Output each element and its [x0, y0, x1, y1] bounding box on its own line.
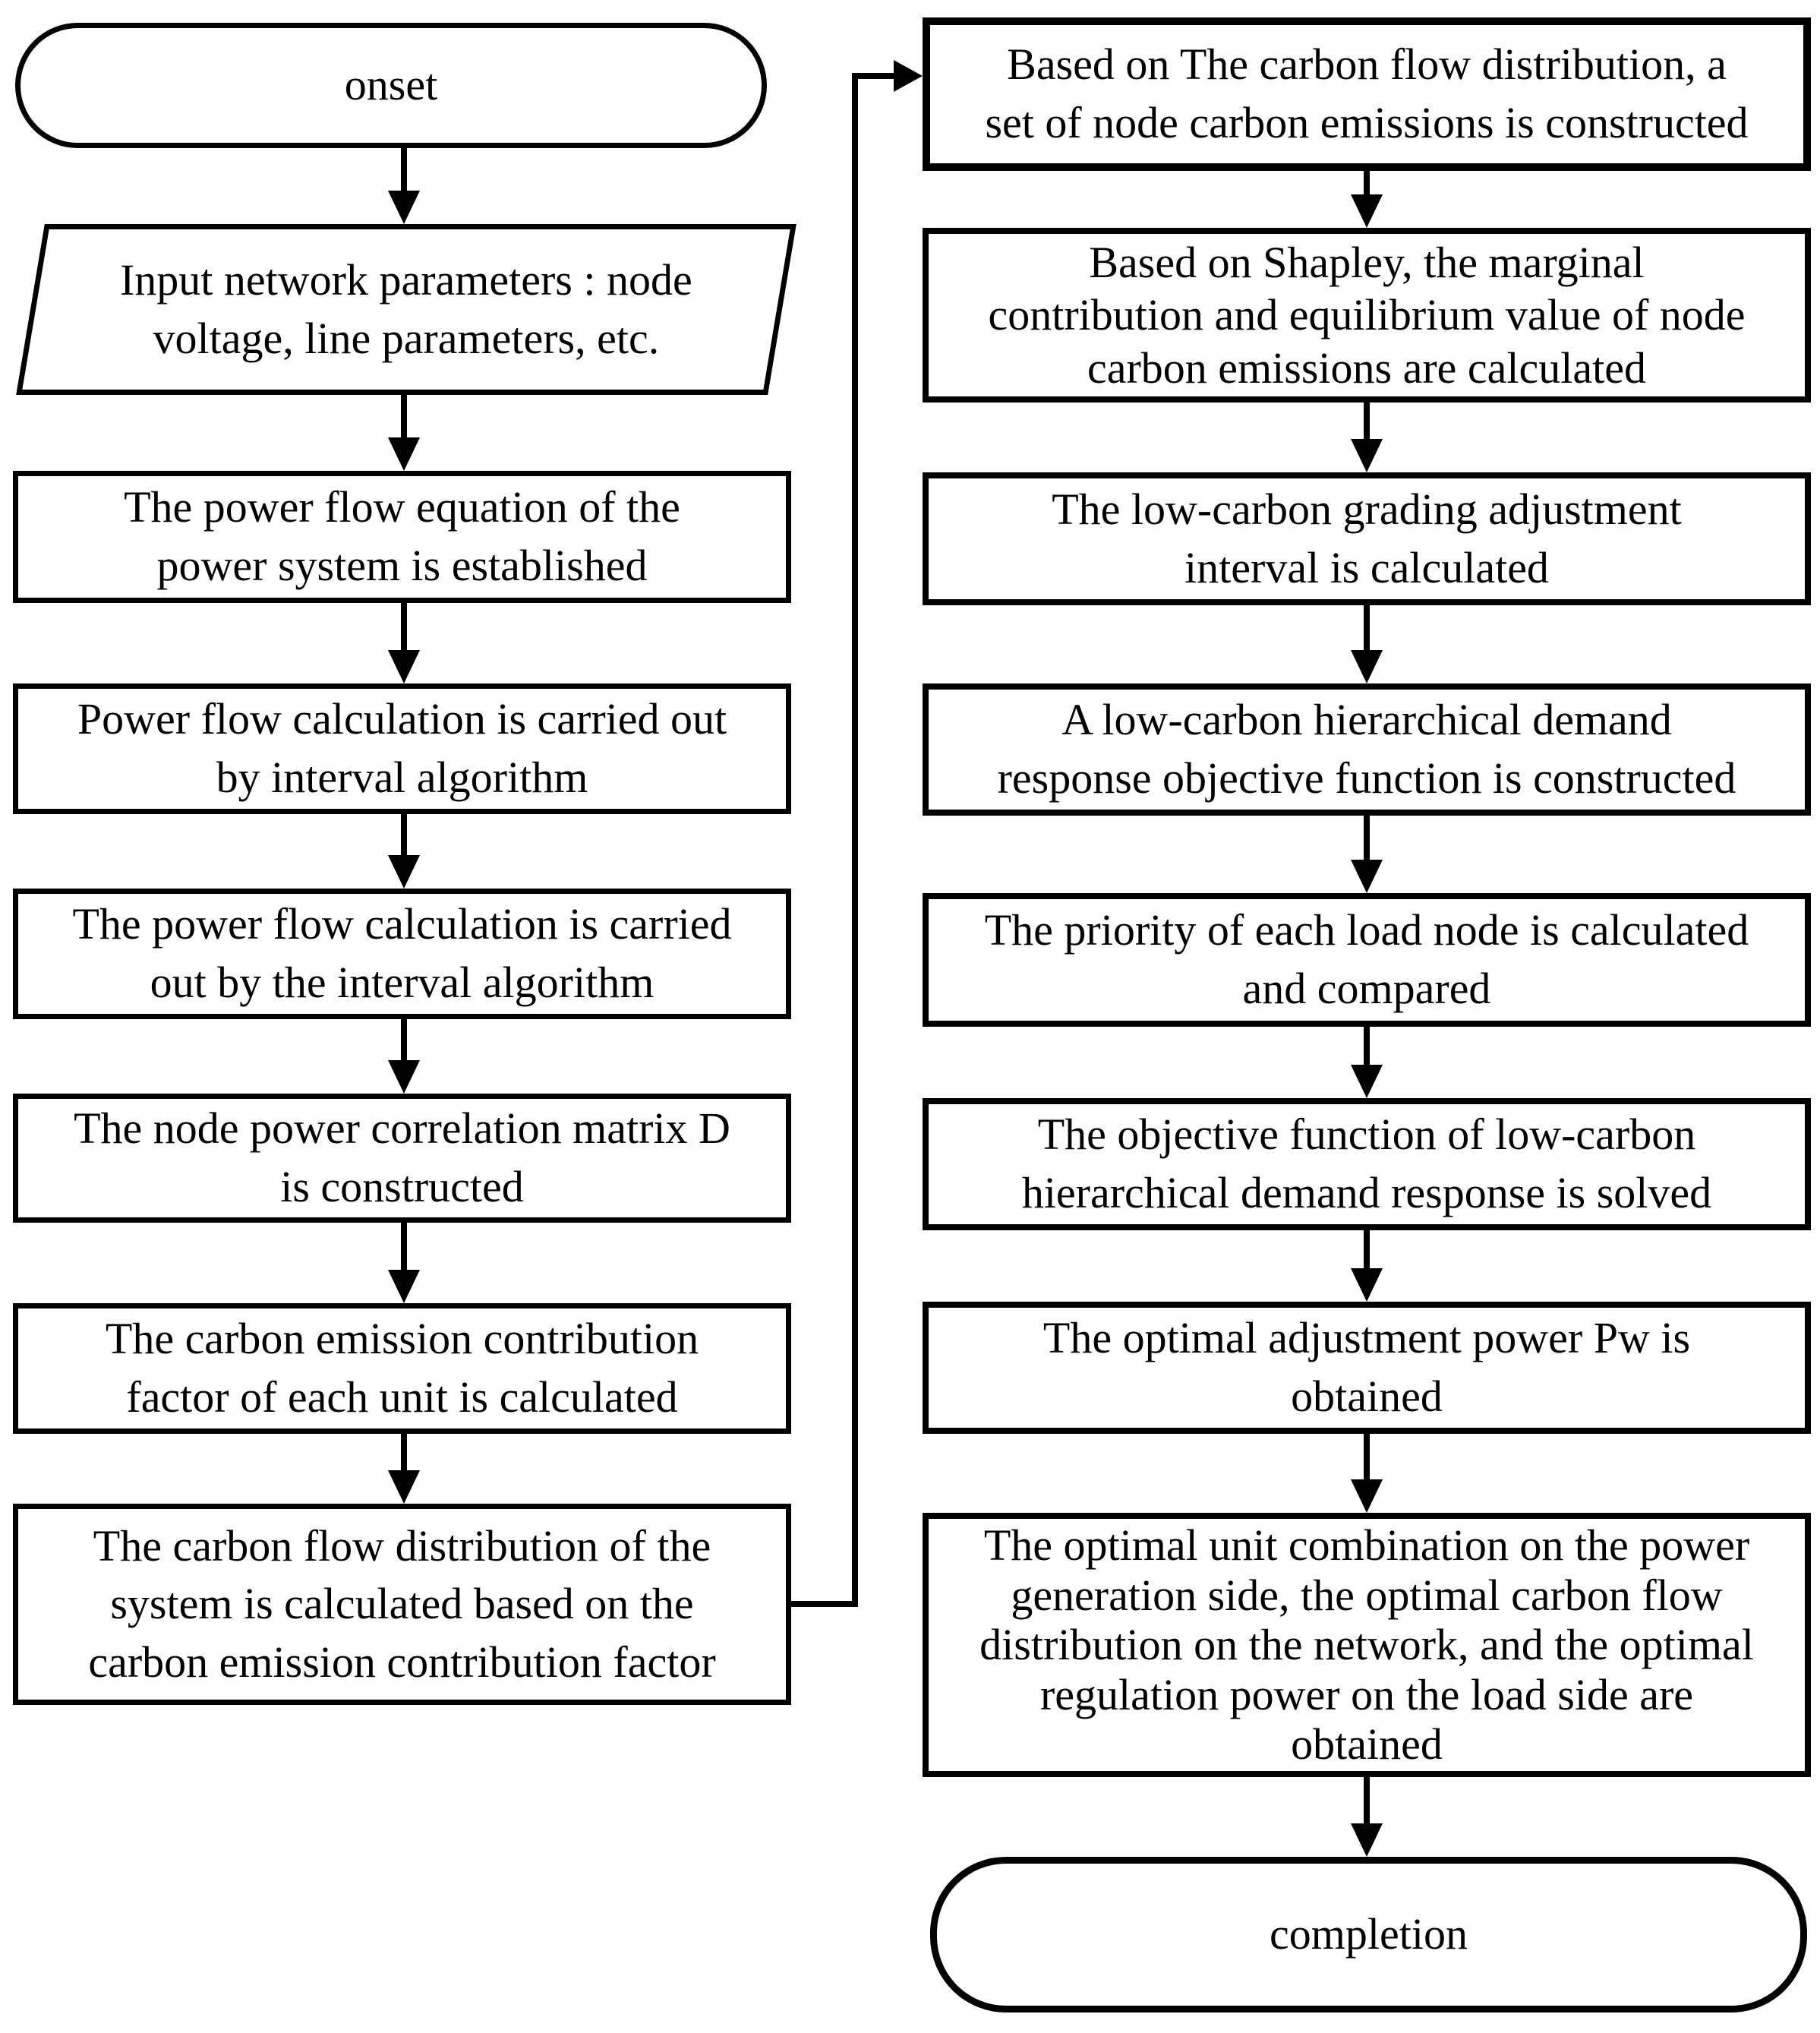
- terminator-completion: completion: [930, 1857, 1807, 2012]
- arrow-input-to-equation: [385, 395, 423, 471]
- arrow-down-icon: [1351, 194, 1383, 228]
- arrow-shaft: [401, 395, 407, 439]
- arrow-down-icon: [1351, 1479, 1383, 1513]
- carbon-emission-contribution-factor-label: The carbon emission contribution factor …: [105, 1314, 699, 1422]
- process-shapley-marginal-contribution: Based on Shapley, the marginal contribut…: [923, 228, 1811, 402]
- arrow-down-icon: [1351, 439, 1383, 472]
- arrow-shaft: [1364, 171, 1370, 196]
- process-power-flow-equation: The power flow equation of the power sys…: [13, 471, 791, 603]
- arrow-down-icon: [388, 1060, 420, 1094]
- arrow-shaft: [401, 148, 407, 192]
- arrow-down-icon: [388, 437, 420, 471]
- arrow-down-icon: [388, 191, 420, 224]
- arrow-shaft: [401, 1019, 407, 1062]
- parallelogram-input-parameters: Input network parameters : node voltage,…: [16, 224, 796, 395]
- terminator-completion-label: completion: [1270, 1909, 1468, 1959]
- low-carbon-objective-function-label: A low-carbon hierarchical demand respons…: [997, 695, 1736, 803]
- terminator-onset-label: onset: [344, 60, 438, 110]
- arrow-shaft: [401, 603, 407, 652]
- arrow-power-to-results: [1348, 1434, 1386, 1513]
- arrow-down-icon: [388, 855, 420, 889]
- power-flow-calculation-interval-label: The power flow calculation is carried ou…: [72, 899, 732, 1007]
- arrow-shaft: [401, 814, 407, 857]
- node-carbon-emissions-set-label: Based on The carbon flow distribution, a…: [985, 39, 1749, 147]
- process-optimal-adjustment-power: The optimal adjustment power Pw is obtai…: [923, 1302, 1811, 1434]
- arrow-down-icon: [388, 1470, 420, 1504]
- process-low-carbon-objective-function: A low-carbon hierarchical demand respons…: [923, 683, 1811, 816]
- arrow-matrix-to-factor: [385, 1223, 423, 1303]
- arrow-shaft: [1364, 1230, 1370, 1270]
- power-flow-equation-label: The power flow equation of the power sys…: [124, 482, 680, 590]
- process-carbon-emission-contribution-factor: The carbon emission contribution factor …: [13, 1303, 791, 1434]
- process-node-carbon-emissions-set: Based on The carbon flow distribution, a…: [923, 17, 1811, 171]
- optimal-adjustment-power-label: The optimal adjustment power Pw is obtai…: [1042, 1313, 1691, 1421]
- arrow-shaft: [1364, 816, 1370, 861]
- arrow-calculation-to-interval: [385, 814, 423, 889]
- arrow-shaft: [1364, 1777, 1370, 1825]
- arrow-interval-to-matrix: [385, 1019, 423, 1094]
- arrow-shaft: [1364, 1027, 1370, 1066]
- arrow-right-icon: [894, 60, 923, 92]
- arrow-grading-to-objective: [1348, 605, 1386, 683]
- parallelogram-border: Input network parameters : node voltage,…: [16, 224, 796, 395]
- arrow-shaft: [1364, 605, 1370, 652]
- arrow-results-to-completion: [1348, 1777, 1386, 1857]
- connector-horizontal-top: [858, 73, 895, 79]
- process-carbon-flow-distribution: The carbon flow distribution of the syst…: [13, 1504, 791, 1705]
- connector-vertical: [852, 73, 858, 1607]
- optimal-results-label: The optimal unit combination on the powe…: [979, 1520, 1754, 1769]
- arrow-onset-to-input: [385, 148, 423, 224]
- process-node-power-correlation-matrix: The node power correlation matrix D is c…: [13, 1094, 791, 1223]
- connector-horizontal-bottom: [791, 1601, 858, 1607]
- load-node-priority-label: The priority of each load node is calcul…: [984, 905, 1749, 1013]
- arrow-down-icon: [388, 1270, 420, 1303]
- arrow-down-icon: [1351, 860, 1383, 893]
- input-parameters-label: Input network parameters : node voltage,…: [120, 254, 692, 363]
- arrow-solved-to-power: [1348, 1230, 1386, 1302]
- power-flow-calculation-label: Power flow calculation is carried out by…: [77, 694, 727, 802]
- arrow-factor-to-distribution: [385, 1434, 423, 1504]
- arrow-shaft: [401, 1434, 407, 1472]
- arrow-shapley-to-grading: [1348, 402, 1386, 472]
- arrow-down-icon: [1351, 1268, 1383, 1302]
- carbon-flow-distribution-label: The carbon flow distribution of the syst…: [88, 1520, 716, 1687]
- arrow-priority-to-solved: [1348, 1027, 1386, 1098]
- arrow-down-icon: [1351, 1065, 1383, 1098]
- process-low-carbon-grading-interval: The low-carbon grading adjustment interv…: [923, 472, 1811, 605]
- process-objective-function-solved: The objective function of low-carbon hie…: [923, 1098, 1811, 1230]
- shapley-marginal-contribution-label: Based on Shapley, the marginal contribut…: [988, 237, 1746, 393]
- objective-function-solved-label: The objective function of low-carbon hie…: [1021, 1110, 1712, 1217]
- arrow-equation-to-calculation: [385, 603, 423, 683]
- arrow-shaft: [1364, 402, 1370, 440]
- arrow-shaft: [1364, 1434, 1370, 1481]
- process-power-flow-calculation-interval: The power flow calculation is carried ou…: [13, 889, 791, 1019]
- arrow-emissions-to-shapley: [1348, 171, 1386, 228]
- process-optimal-results: The optimal unit combination on the powe…: [923, 1513, 1811, 1777]
- arrow-down-icon: [1351, 1823, 1383, 1857]
- arrow-down-icon: [388, 650, 420, 683]
- arrow-objective-to-priority: [1348, 816, 1386, 893]
- low-carbon-grading-interval-label: The low-carbon grading adjustment interv…: [1052, 484, 1682, 592]
- process-power-flow-calculation: Power flow calculation is carried out by…: [13, 683, 791, 814]
- arrow-shaft: [401, 1223, 407, 1271]
- terminator-onset: onset: [15, 23, 767, 148]
- arrow-down-icon: [1351, 650, 1383, 683]
- node-power-correlation-matrix-label: The node power correlation matrix D is c…: [74, 1103, 730, 1211]
- process-load-node-priority: The priority of each load node is calcul…: [923, 893, 1811, 1027]
